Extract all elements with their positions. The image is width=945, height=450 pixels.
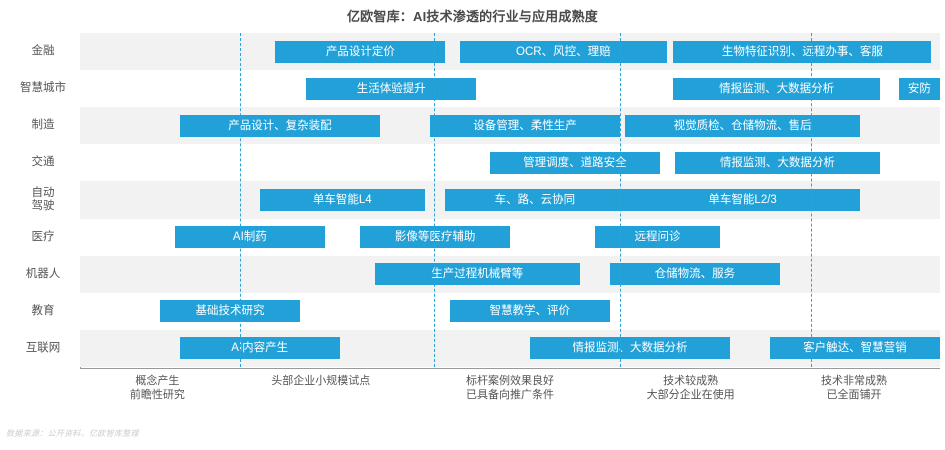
chart-bar[interactable]: 产品设计定价 — [275, 40, 446, 63]
x-axis-stage-label: 技术较成熟 大部分企业在使用 — [646, 375, 735, 401]
chart-bar[interactable]: AI制药 — [174, 226, 326, 249]
y-axis-label: 互联网 — [25, 341, 61, 354]
y-axis-label: 机器人 — [25, 267, 61, 280]
chart-bar[interactable]: 情报监测、大数据分析 — [673, 77, 880, 100]
y-axis-label: 交通 — [31, 156, 55, 169]
chart-bar[interactable]: 设备管理、柔性生产 — [430, 114, 621, 137]
y-axis-label: 智慧城市 — [20, 82, 66, 95]
chart-bar[interactable]: 情报监测、大数据分析 — [529, 337, 731, 360]
y-axis-label: 医疗 — [31, 230, 55, 243]
y-axis-label: 金融 — [31, 45, 55, 58]
chart-row: 制造 产品设计、复杂装配 设备管理、柔性生产视觉质检、仓储物流、售后 — [32, 107, 940, 145]
x-axis-stage-label: 标杆案例效果良好 已具备向推广条件 — [466, 375, 554, 401]
y-axis-label: 制造 — [31, 119, 55, 132]
chart-row: 自动驾驶 单车智能L4 车、路、云协同单车智能L2/3 — [32, 181, 940, 219]
x-axis-stage-label: 头部企业小规模试点 — [271, 375, 371, 387]
x-axis-stage-label: 技术非常成熟 已全面铺开 — [821, 375, 887, 401]
grid-line — [620, 33, 622, 367]
grid-line — [811, 33, 812, 367]
y-axis-label: 自动驾驶 — [31, 186, 55, 212]
chart-bar[interactable]: 单车智能L4 — [259, 188, 425, 211]
chart-bar[interactable]: 生物特征识别、远程办事、客服 — [673, 40, 932, 63]
x-axis-stage-label: 概念产生 前瞻性研究 — [129, 375, 185, 401]
chart-bar[interactable]: 智慧教学、评价 — [449, 300, 610, 323]
chart-row: 交通 管理调度、道路安全情报监测、大数据分析 — [32, 144, 940, 182]
y-axis-label: 教育 — [31, 304, 55, 317]
chart-bar[interactable]: 单车智能L2/3 — [625, 188, 860, 211]
grid-line — [239, 33, 241, 367]
plot-area: 金融 产品设计定价 OCR、风控、理赔生物特征识别、远程办事、客服智慧城市 生活体验提… — [20, 33, 940, 367]
chart-bar[interactable]: AI内容产生 — [179, 337, 340, 360]
chart-row: 智慧城市 生活体验提升 情报监测、大数据分析安防 — [20, 70, 940, 108]
source-note: 数据来源：公开资料、亿欧智库整理 — [6, 429, 139, 438]
chart-row: 金融 产品设计定价 OCR、风控、理赔生物特征识别、远程办事、客服 — [32, 33, 940, 71]
chart-bar[interactable]: 客户触达、智慧营销 — [769, 337, 940, 360]
chart-bar[interactable]: 生产过程机械臂等 — [374, 263, 580, 286]
chart-row: 机器人 生产过程机械臂等 仓储物流、服务 — [26, 255, 940, 293]
chart-bar[interactable]: 情报监测、大数据分析 — [675, 151, 880, 174]
chart-bar[interactable]: 视觉质检、仓储物流、售后 — [625, 114, 860, 137]
chart-row: 互联网 AI内容产生 情报监测、大数据分析 客户触达、智慧营销 — [26, 329, 940, 367]
grid-line — [434, 33, 436, 367]
chart-bar[interactable]: 远程问诊 — [595, 226, 720, 249]
chart-bar[interactable]: 车、路、云协同 — [444, 188, 626, 211]
chart-bar[interactable]: OCR、风控、理赔 — [460, 40, 667, 63]
chart-bar[interactable]: 管理调度、道路安全 — [490, 151, 660, 174]
chart-bar[interactable]: 产品设计、复杂装配 — [179, 114, 381, 137]
chart-bar[interactable]: 仓储物流、服务 — [609, 263, 781, 286]
chart-bar[interactable]: 基础技术研究 — [159, 300, 301, 323]
x-axis-line — [80, 368, 940, 369]
chart-bar[interactable]: 生活体验提升 — [306, 77, 477, 100]
chart-row: 教育 基础技术研究 智慧教学、评价 — [32, 292, 940, 330]
chart-bar[interactable]: 安防 — [898, 77, 940, 100]
chart-title: 亿欧智库：AI技术渗透的行业与应用成熟度 — [346, 9, 598, 24]
